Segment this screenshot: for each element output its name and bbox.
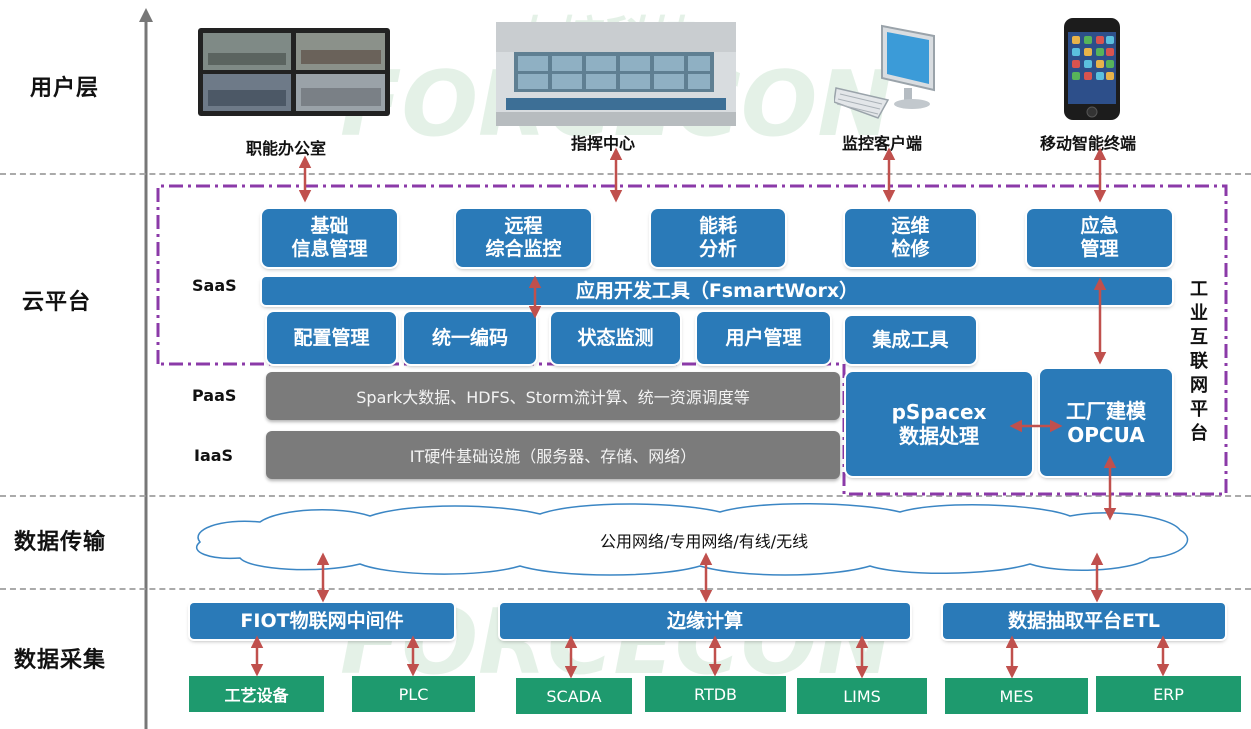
layer-label-cloud: 云平台 <box>22 290 92 315</box>
separator-1 <box>0 173 1251 175</box>
source-lims[interactable]: LIMS <box>797 678 927 714</box>
iip-char: 业 <box>1190 303 1208 324</box>
iaas-bar: IT硬件基础设施（服务器、存储、网络） <box>266 431 840 479</box>
device-label-mobile: 移动智能终端 <box>1040 134 1137 153</box>
saas-app-energy[interactable]: 能耗 分析 <box>651 209 785 267</box>
saas-tool-users[interactable]: 用户管理 <box>697 312 830 364</box>
separator-2 <box>0 495 1251 497</box>
paas-label: PaaS <box>192 386 237 405</box>
layer-label-transport: 数据传输 <box>14 530 107 555</box>
vertical-axis-arrow <box>139 8 153 729</box>
saas-app-line1: 运维 <box>891 215 930 238</box>
network-label: 公用网络/专用网络/有线/无线 <box>600 532 809 551</box>
saas-app-remote-monitor[interactable]: 远程 综合监控 <box>456 209 591 267</box>
separator-3 <box>0 588 1251 590</box>
saas-app-maintenance[interactable]: 运维 检修 <box>845 209 976 267</box>
saas-app-line1: 远程 <box>504 215 543 238</box>
iaas-label: IaaS <box>194 446 234 465</box>
video-wall-icon <box>198 28 390 116</box>
iip-char: 台 <box>1190 423 1208 444</box>
saas-app-line1: 基础 <box>310 215 349 238</box>
source-rtdb[interactable]: RTDB <box>645 676 786 712</box>
command-center-icon <box>496 22 736 126</box>
dev-tool-bar[interactable]: 应用开发工具（FsmartWorx） <box>262 277 1172 305</box>
device-label-client: 监控客户端 <box>842 134 923 153</box>
saas-app-line2: 管理 <box>1080 238 1119 260</box>
saas-app-emergency[interactable]: 应急 管理 <box>1027 209 1172 267</box>
source-mes[interactable]: MES <box>945 678 1088 714</box>
iip-char: 互 <box>1190 327 1208 348</box>
factory-line2: OPCUA <box>1067 422 1145 447</box>
paas-bar: Spark大数据、HDFS、Storm流计算、统一资源调度等 <box>266 372 840 420</box>
saas-app-basic-info[interactable]: 基础 信息管理 <box>262 209 397 267</box>
factory-line1: 工厂建模 <box>1066 398 1146 423</box>
computer-icon <box>834 24 935 119</box>
saas-tool-coding[interactable]: 统一编码 <box>404 312 536 364</box>
saas-tool-integration[interactable]: 集成工具 <box>845 316 976 364</box>
saas-tool-status[interactable]: 状态监测 <box>551 312 680 364</box>
saas-app-line2: 信息管理 <box>291 238 368 260</box>
source-plc[interactable]: PLC <box>352 676 475 712</box>
collector-fiot[interactable]: FIOT物联网中间件 <box>190 603 454 639</box>
iip-vertical-label: 工 业 互 联 网 平 台 <box>1188 278 1210 446</box>
collector-edge[interactable]: 边缘计算 <box>500 603 910 639</box>
source-scada[interactable]: SCADA <box>516 678 632 714</box>
saas-app-line1: 应急 <box>1080 215 1119 238</box>
iip-char: 平 <box>1190 399 1208 420</box>
pspacex-line1: pSpacex <box>891 400 987 424</box>
smartphone-icon <box>1064 18 1120 120</box>
pspacex-line2: 数据处理 <box>899 424 979 448</box>
saas-app-line1: 能耗 <box>698 215 737 238</box>
saas-label: SaaS <box>192 276 237 295</box>
collector-etl[interactable]: 数据抽取平台ETL <box>943 603 1225 639</box>
iip-char: 网 <box>1190 375 1208 396</box>
pspacex-box[interactable]: pSpacex 数据处理 <box>846 372 1032 476</box>
saas-tool-config[interactable]: 配置管理 <box>267 312 396 364</box>
iip-char: 工 <box>1190 279 1208 300</box>
iip-char: 联 <box>1190 351 1208 372</box>
device-label-office: 职能办公室 <box>246 139 327 158</box>
network-cloud <box>196 503 1189 576</box>
layer-label-collect: 数据采集 <box>14 648 107 673</box>
source-erp[interactable]: ERP <box>1096 676 1241 712</box>
saas-app-line2: 检修 <box>891 238 930 260</box>
saas-app-line2: 综合监控 <box>485 238 562 260</box>
saas-app-line2: 分析 <box>698 238 737 260</box>
layer-label-user: 用户层 <box>30 76 100 101</box>
source-process-equipment[interactable]: 工艺设备 <box>189 676 324 712</box>
